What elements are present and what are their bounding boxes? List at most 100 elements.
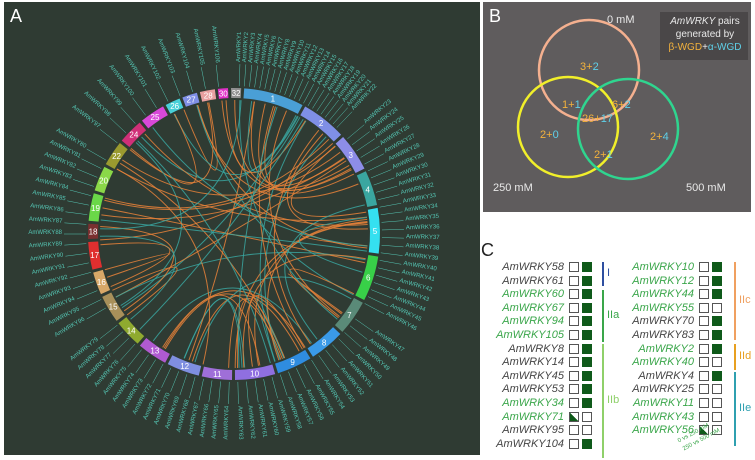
venn-count-0-500: 6+2 (612, 99, 631, 111)
expression-cell (582, 357, 592, 368)
bottom-gene-label: AmWRKY61 (257, 404, 268, 439)
expression-cell (569, 357, 579, 368)
gene-tick (307, 86, 320, 106)
synteny-link (291, 145, 367, 217)
expression-cell (569, 289, 579, 300)
gene-tick (364, 303, 385, 315)
synteny-link (238, 106, 278, 368)
gene-tick (120, 107, 136, 124)
gene-tick (373, 282, 395, 290)
gene-tick (228, 381, 230, 404)
gene-tick (279, 72, 287, 94)
left-gene-label: AmWRKY84 (35, 177, 70, 192)
gene-tick (112, 337, 129, 354)
gene-tick (215, 64, 219, 87)
expression-cell (582, 384, 592, 395)
group-bar (734, 262, 736, 340)
synteny-link (121, 114, 297, 309)
chromosome-label-18: 18 (89, 227, 98, 236)
synteny-link (248, 295, 303, 367)
chromosome-segment-26 (165, 98, 184, 114)
chromosome-segment-2 (300, 106, 342, 142)
gene-name: AmWRKY34 (502, 397, 564, 409)
chromosome-segment-25 (141, 106, 168, 129)
venn-panel: B 0 mM 250 mM 500 mM AmWRKY pairs genera… (483, 2, 751, 212)
gene-tick (67, 200, 89, 206)
gene-tick (263, 378, 269, 401)
venn-count-250-500: 2+1 (594, 149, 613, 161)
gene-tick (271, 376, 278, 399)
gene-tick (72, 281, 94, 289)
gene-tick (364, 153, 384, 165)
chromosome-segment-3 (335, 136, 365, 174)
gene-tick (338, 338, 355, 355)
synteny-link (163, 294, 261, 366)
gene-tick (332, 344, 348, 362)
synteny-link (115, 160, 347, 298)
gene-tick (200, 67, 206, 89)
expression-cell (699, 343, 709, 354)
gene-tick (65, 211, 88, 215)
expression-cell (699, 289, 709, 300)
synteny-link (100, 219, 367, 252)
gene-tick (380, 252, 403, 256)
top-gene-label: AmWRKY1 (236, 31, 243, 62)
gene-tick (381, 220, 404, 223)
expression-cell (569, 384, 579, 395)
gene-name: AmWRKY2 (638, 342, 694, 355)
synteny-link (258, 103, 352, 191)
expression-cell (582, 370, 592, 381)
chromosome-segment-24 (121, 122, 147, 148)
synteny-link (286, 133, 368, 230)
group-bar (602, 344, 604, 458)
chromosome-label-8: 8 (322, 338, 327, 347)
group-label: IId (739, 350, 752, 362)
group-bar (734, 344, 736, 370)
synteny-link (139, 118, 304, 330)
chromosome-segment-7 (334, 297, 363, 332)
right-gene-label: AmWRKY39 (404, 252, 439, 262)
expression-cell (582, 438, 592, 449)
synteny-link (284, 204, 365, 340)
chromosome-segment-4 (356, 171, 378, 207)
gene-tick (218, 381, 221, 404)
synteny-link (137, 140, 271, 364)
chromosome-segment-10 (234, 364, 276, 380)
chromosome-label-25: 25 (151, 113, 160, 122)
expression-cell (712, 411, 722, 422)
chromosome-label-32: 32 (232, 89, 241, 98)
gene-tick (312, 89, 325, 109)
chromosome-label-27: 27 (187, 96, 196, 105)
top-gene-label: AmWRKY5 (260, 33, 271, 65)
group-bar (602, 290, 604, 342)
synteny-link (258, 105, 305, 349)
gene-tick (64, 243, 87, 246)
gene-tick (109, 117, 127, 134)
gene-name: AmWRKY104 (496, 437, 564, 450)
gene-name: AmWRKY58 (502, 261, 564, 273)
venn-circle-0mm (537, 18, 641, 122)
synteny-link (183, 298, 243, 368)
gene-tick (274, 70, 282, 92)
left-gene-label: AmWRKY91 (31, 264, 66, 277)
synteny-link (183, 102, 218, 171)
synteny-link (287, 273, 343, 315)
gene-name: AmWRKY43 (632, 410, 694, 423)
chromosome-label-11: 11 (213, 370, 222, 379)
chromosome-segment-27 (182, 92, 200, 107)
expression-cell (582, 398, 592, 408)
group-bar (734, 372, 736, 446)
gene-tick (72, 179, 94, 187)
synteny-link (298, 216, 368, 273)
expression-cell (712, 370, 722, 381)
top-gene-label: AmWRKY3 (248, 32, 257, 63)
venn-set-0mm: 0 mM (607, 14, 635, 26)
gene-tick (298, 81, 309, 102)
chromosome-label-13: 13 (150, 347, 159, 356)
panel-a-letter: A (10, 6, 23, 26)
synteny-link (239, 100, 338, 320)
gene-tick (296, 368, 306, 389)
expression-cell (569, 302, 579, 313)
chromosome-label-4: 4 (366, 185, 371, 194)
chromosome-segment-14 (118, 317, 145, 344)
